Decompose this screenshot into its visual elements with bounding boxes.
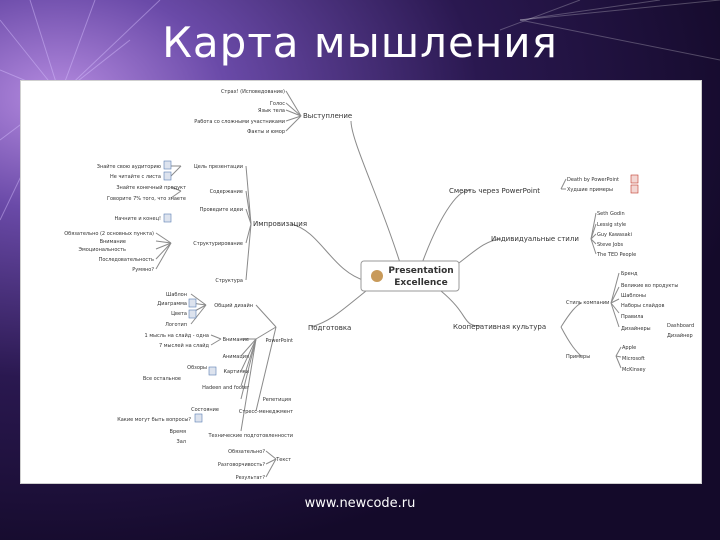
note-icon (163, 171, 172, 181)
kult-a-2: Бренд (621, 271, 638, 277)
impr-mid-5: Структура (215, 278, 243, 284)
stili-3: Guy Kawasaki (597, 232, 632, 238)
kult-c-4: McKinsey (622, 367, 646, 373)
prep-b-9: Hadeen and footer (202, 385, 250, 391)
stili-4: Steve Jobs (597, 242, 624, 248)
prep-b-7: Обзоры (187, 365, 207, 371)
prep-b-1: 1 мысль на слайд - одна (145, 332, 209, 339)
impr-mid-3: Проведите идеи (200, 207, 243, 213)
prep-b-5: Картинки (224, 369, 250, 375)
connectors (155, 90, 622, 478)
stili-2: Lessig style (597, 222, 626, 228)
impr-mid-4: Структурирование (193, 241, 243, 247)
branch-kultura[interactable]: Кооперативная культура (453, 323, 546, 331)
prep-a-4: Логотип (165, 322, 187, 328)
branch-improvizatsiya[interactable]: Импровизация (253, 220, 307, 228)
smert-2: Худшие примеры (567, 187, 613, 193)
center-node[interactable]: Presentation Excellence (360, 260, 460, 292)
branch-vystuplenie[interactable]: Выступление (303, 112, 352, 120)
prep-c-3: Разговорчивость? (218, 462, 265, 468)
prep-b-15: Зал (177, 439, 186, 445)
kult-c-3: Microsoft (622, 356, 645, 362)
kult-a-7: Дизайнеры (621, 325, 651, 332)
impr-b-5: Румяно? (132, 267, 154, 273)
impr-mid-1: Цель презентации (194, 164, 243, 170)
prep-b-2: 7 мыслей на слайд (159, 342, 210, 349)
prep-b-8: Все остальное (143, 376, 181, 382)
stili-5: The TED People (596, 252, 636, 258)
impr-a-3: Знайте конечный продукт (116, 184, 186, 191)
note-icon (208, 366, 217, 376)
prep-b-14: Время (170, 429, 186, 435)
prep-b-16: Технические подготовленности (208, 433, 294, 439)
impr-b-4: Последовательность (99, 257, 154, 263)
leaf-vyst-5: Факты и юмор (247, 129, 285, 135)
impr-b-1: Обязательно (2 основных пункта) (64, 231, 154, 237)
impr-b-3: Эмоциональность (79, 247, 126, 253)
kult-a-4: Шаблоны (621, 293, 646, 299)
note-icon (163, 160, 172, 170)
center-label-1: Presentation (388, 266, 453, 276)
branch-podgotovka[interactable]: Подготовка (308, 324, 351, 332)
kult-a-6: Правила (621, 314, 643, 320)
prep-b-10: Репетиция (263, 397, 291, 403)
prep-b-13: Какие могут быть вопросы? (117, 417, 191, 423)
pdf-icon (630, 184, 639, 194)
kult-c-1: Примеры (566, 354, 590, 360)
impr-b-2: Внимание (100, 239, 126, 245)
prep-b-4: Анимация (223, 354, 249, 360)
leaf-vyst-3: Язык тела (258, 108, 285, 114)
impr-mid-2: Содержание (210, 189, 243, 195)
prep-b-3: Внимание (223, 337, 249, 343)
prep-a-3: Цвета (171, 311, 187, 317)
prep-c-4: Результат? (236, 475, 266, 481)
slide-footer[interactable]: www.newcode.ru (304, 496, 416, 511)
prep-c-2: Обязательно? (228, 449, 265, 455)
impr-a-5: Начните и конец! (114, 216, 161, 222)
kult-b-2: Дизайнер (667, 332, 693, 339)
mind-map-canvas: Presentation Excellence Выступление Импр… (64, 89, 694, 481)
branch-smert[interactable]: Смерть через PowerPoint (449, 187, 540, 195)
impr-a-4: Говорите 7% того, что знаете (107, 196, 186, 202)
pdf-icon (630, 174, 639, 184)
note-icon (188, 309, 197, 319)
branch-stili[interactable]: Индивидуальные стили (491, 235, 579, 243)
presentation-icon (371, 270, 383, 282)
prep-a-2: Диаграмма (157, 301, 187, 307)
impr-a-1: Знайте свою аудиторию (97, 163, 161, 170)
slide-title: Карта мышления (162, 18, 558, 67)
leaf-vyst-4: Работа со сложными участниками (194, 119, 285, 125)
kult-b-1: Dashboard (667, 323, 694, 329)
mind-map: Presentation Excellence Выступление Импр… (20, 80, 702, 484)
kult-a-1: Стиль компании (566, 300, 609, 306)
leaf-vyst-1: Страх! (Исповедование) (221, 89, 285, 95)
prep-b-11: Стресс-менеджмент (239, 409, 293, 415)
prep-c-5: Текст (275, 457, 291, 463)
prep-a-1: Шаблон (166, 292, 187, 298)
leaf-vyst-2: Голос (270, 101, 285, 107)
stili-1: Seth Godin (597, 211, 625, 217)
note-icon (188, 298, 197, 308)
prep-b-12: Состояние (191, 407, 219, 413)
note-icon (194, 413, 203, 423)
note-icon (163, 213, 172, 223)
kult-a-5: Наборы слайдов (621, 302, 664, 309)
prep-a-5: Общий дизайн (214, 302, 253, 309)
kult-a-3: Великие во продукты (621, 283, 678, 289)
prep-c-1: PowerPoint (265, 338, 293, 344)
smert-1: Death by PowerPoint (567, 177, 619, 183)
impr-a-2: Не читайте с листа (110, 173, 161, 180)
center-label-2: Excellence (394, 278, 448, 288)
kult-c-2: Apple (622, 345, 636, 351)
